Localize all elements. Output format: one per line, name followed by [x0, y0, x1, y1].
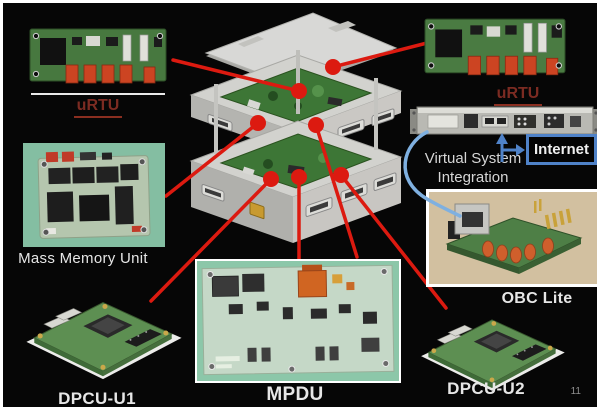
relay — [211, 275, 239, 297]
connector-dot — [308, 117, 324, 133]
urtu-right-label: uRTU — [443, 85, 593, 106]
connector-dot — [333, 167, 349, 183]
transformer — [297, 269, 328, 298]
internet-arrows — [496, 133, 525, 162]
connector-dots — [250, 59, 349, 187]
connector-dot — [291, 83, 307, 99]
stack-post — [214, 84, 218, 154]
ground-rack-unit-photo — [410, 106, 597, 135]
dpcu-u2-label: DPCU-U2 — [447, 379, 525, 398]
connector-dot — [263, 171, 279, 187]
relay-components — [65, 64, 156, 84]
connector-line-mpdu-right — [314, 123, 359, 259]
gold-component — [249, 201, 265, 220]
mpdu-photo — [195, 259, 401, 383]
mass-memory-label: Mass Memory Unit — [18, 250, 148, 267]
connector-line-mass-memory — [164, 121, 260, 198]
transistor-pairs — [247, 337, 380, 362]
page-number: 11 — [570, 386, 581, 397]
internet-box: Internet — [526, 134, 597, 165]
obc-lite-photo — [426, 189, 597, 287]
stack-post — [374, 78, 378, 150]
dpcu-u1-label: DPCU-U1 — [58, 389, 136, 408]
dpcu-u1-photo — [26, 302, 182, 380]
internet-label: Internet — [533, 141, 589, 158]
arrow-right-head — [516, 144, 525, 156]
integration-cable — [403, 130, 462, 218]
connector-line-dpcu-u1 — [149, 177, 273, 303]
connector-line-urtu-left — [171, 58, 301, 93]
stack-lid-plate — [204, 12, 398, 88]
black-connector — [124, 329, 162, 347]
stack-post — [296, 50, 300, 114]
arrow-up-head — [496, 133, 508, 144]
capacitors — [482, 237, 554, 264]
black-connector — [512, 344, 547, 361]
connector-dot — [250, 115, 266, 131]
blue-overlay — [403, 130, 525, 218]
urtu-left-divider — [31, 93, 165, 95]
connector-dot — [291, 169, 307, 185]
mass-memory-photo — [23, 143, 165, 247]
vsi-line1: Virtual System — [424, 150, 522, 167]
urtu-right-photo — [424, 18, 566, 76]
urtu-left-label: uRTU — [28, 97, 168, 118]
virtual-system-integration-label: Virtual System Integration — [408, 149, 538, 187]
rack-label-patch — [427, 114, 459, 129]
pin-headers — [534, 199, 572, 230]
urtu-left-photo — [29, 28, 167, 84]
connector-line-urtu-right — [331, 41, 429, 69]
connector-dot — [325, 59, 341, 75]
dpcu-u2-photo — [421, 319, 565, 391]
relay-components — [467, 55, 559, 76]
vsi-line2: Integration — [437, 169, 509, 186]
mpdu-label: MPDU — [266, 384, 324, 405]
relay — [242, 273, 265, 292]
obc-lite-label: OBC Lite — [501, 290, 573, 307]
